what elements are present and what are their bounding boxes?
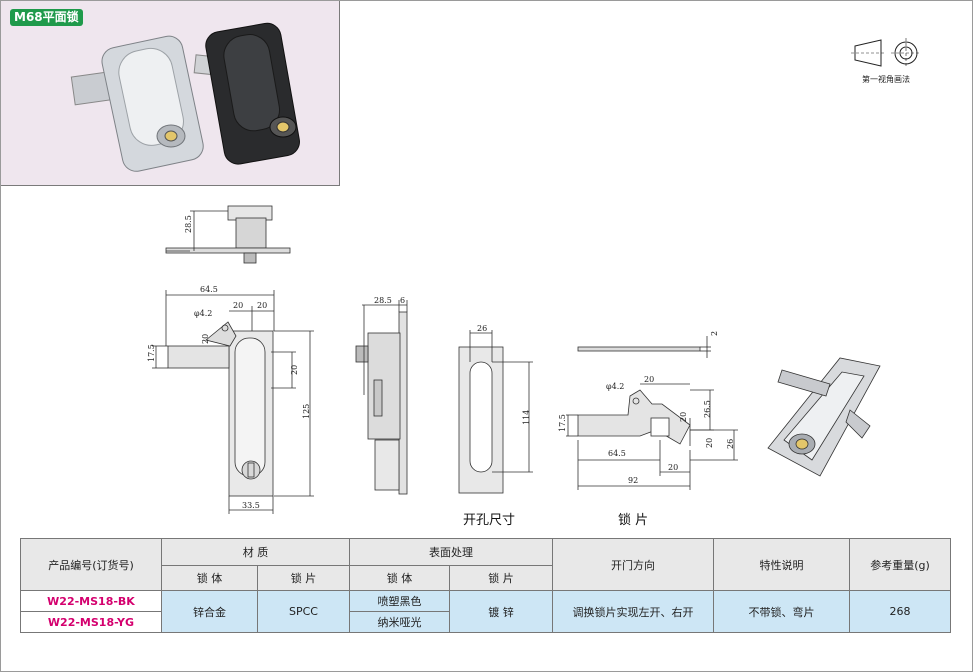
direction-cell: 调换锁片实现左开、右开	[552, 590, 714, 633]
product-photo-panel: M68平面锁	[1, 1, 340, 186]
dim-lp-265: 26.5	[703, 400, 712, 418]
spec-table: 产品编号(订货号) 材 质 表面处理 开门方向 特性说明 参考重量(g) 锁 体…	[20, 538, 951, 633]
dim-lp-20b: 20	[679, 412, 688, 422]
subheader-body-surface: 锁 体	[349, 565, 450, 591]
dim-lp-hole: φ4.2	[606, 382, 624, 391]
material-body-cell: 锌合金	[161, 590, 258, 633]
dim-mid-thick: 6	[400, 296, 405, 305]
material-plate-cell: SPCC	[257, 590, 350, 633]
dim-plate-thick: 2	[710, 331, 719, 336]
header-material: 材 质	[161, 538, 350, 566]
dim-cut-width: 26	[477, 324, 487, 333]
surface-body-cell: 喷塑黑色	[349, 590, 450, 612]
caption-plate: 锁 片	[618, 513, 649, 528]
subheader-plate: 锁 片	[257, 565, 350, 591]
dim-hole-spacing-b: 20	[257, 301, 267, 310]
header-feature: 特性说明	[713, 538, 850, 591]
dim-lp-20d: 20	[705, 438, 714, 448]
dim-total-width: 64.5	[200, 285, 218, 294]
dim-body-height: 125	[302, 404, 311, 419]
dim-cut-height: 114	[522, 410, 531, 425]
header-weight: 参考重量(g)	[849, 538, 951, 591]
dim-mid-top: 28.5	[374, 296, 392, 305]
subheader-body: 锁 体	[161, 565, 258, 591]
dim-lp-20c: 20	[668, 463, 678, 472]
feature-cell: 不带锁、弯片	[713, 590, 850, 633]
dim-body-width: 33.5	[242, 501, 260, 510]
dim-rib-a: 20	[201, 334, 210, 344]
dim-hole-spacing-a: 20	[233, 301, 243, 310]
dim-lp-20a: 20	[644, 375, 654, 384]
dim-lp-26: 26	[726, 439, 735, 449]
dim-lp-92: 92	[628, 476, 638, 485]
dim-hole-dia: φ4.2	[194, 309, 212, 318]
dim-slot-20: 20	[290, 365, 299, 375]
dim-lp-645: 64.5	[608, 449, 626, 458]
projection-symbol-icon	[851, 38, 921, 68]
product-photo	[70, 22, 300, 172]
table-row-model: W22-MS18-YG	[20, 611, 162, 633]
caption-cutout: 开孔尺寸	[463, 513, 516, 528]
surface-body-cell: 纳米哑光	[349, 611, 450, 633]
weight-cell: 268	[849, 590, 951, 633]
header-direction: 开门方向	[552, 538, 714, 591]
header-surface: 表面处理	[349, 538, 553, 566]
header-product: 产品编号(订货号)	[20, 538, 162, 591]
dim-lp-175: 17.5	[558, 414, 567, 432]
product-title-badge: M68平面锁	[10, 9, 83, 26]
table-row-model: W22-MS18-BK	[20, 590, 162, 612]
projection-label: 第一视角画法	[862, 75, 910, 84]
dim-side-height: 28.5	[184, 215, 193, 233]
dim-rib-b: 17.5	[147, 344, 156, 362]
technical-drawing: 28.5 64.5 20 20 φ4.2 20 17.5 33.5 125 20…	[147, 205, 881, 514]
subheader-plate-surface: 锁 片	[449, 565, 553, 591]
surface-plate-cell: 镀 锌	[449, 590, 553, 633]
